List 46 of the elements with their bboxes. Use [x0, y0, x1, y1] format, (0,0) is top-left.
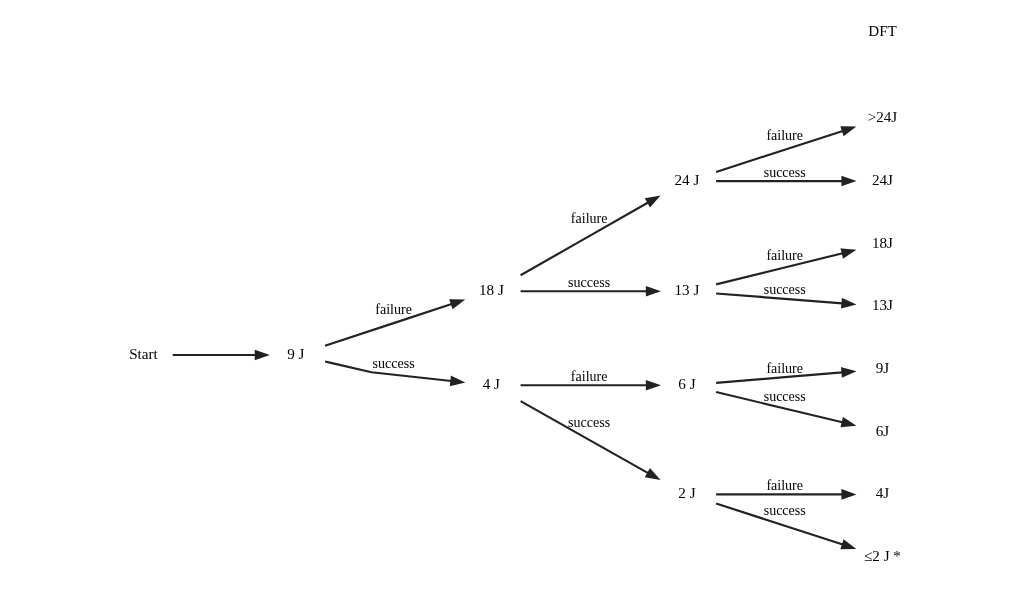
node-text: 2 J	[677, 485, 696, 502]
edge-label: failure	[765, 247, 803, 264]
arrow	[715, 292, 857, 309]
arrow	[324, 299, 465, 347]
arrow	[520, 285, 661, 297]
node-text: 24J	[871, 172, 893, 189]
node-text: 6J	[875, 422, 889, 439]
node-text: 24 J	[674, 172, 699, 189]
edge-label: failure	[570, 368, 607, 385]
edge-label: failure	[765, 477, 803, 494]
arrow	[715, 367, 857, 384]
edge-label: failure	[570, 209, 607, 226]
arrow	[519, 195, 661, 277]
arrow	[715, 489, 857, 500]
edge-label: success	[372, 355, 415, 372]
node-text: 4 J	[482, 376, 500, 393]
arrow	[715, 502, 856, 550]
arrow	[715, 390, 856, 428]
label: DFT	[867, 22, 897, 39]
arrow	[715, 126, 856, 173]
arrow	[715, 248, 856, 286]
edge-label: success	[763, 387, 806, 404]
edge-label: failure	[765, 359, 803, 376]
edge-label: success	[763, 502, 806, 519]
node-text: >24J	[867, 109, 897, 126]
node-text: 9 J	[286, 346, 304, 362]
arrow	[715, 175, 857, 187]
node-text: 9J	[875, 360, 889, 377]
arrow	[520, 379, 661, 391]
node-text: Start	[128, 346, 158, 362]
edge-label: success	[567, 413, 610, 430]
node-text: 18 J	[478, 282, 504, 299]
node-text: 6 J	[677, 376, 696, 393]
arrow	[519, 400, 661, 481]
node-text: 4J	[875, 485, 889, 502]
edge-label: failure	[765, 127, 803, 144]
node-text: 13 J	[674, 282, 699, 299]
arrow	[324, 360, 465, 387]
edge-label: success	[763, 164, 806, 181]
edge-label: success	[567, 274, 610, 291]
arrow	[172, 349, 270, 361]
edge-label: failure	[374, 301, 412, 318]
node-text: ≤2 J *	[863, 548, 901, 565]
node-text: 18J	[871, 234, 893, 251]
edge-label: success	[763, 280, 806, 297]
node-text: 13J	[871, 297, 893, 314]
